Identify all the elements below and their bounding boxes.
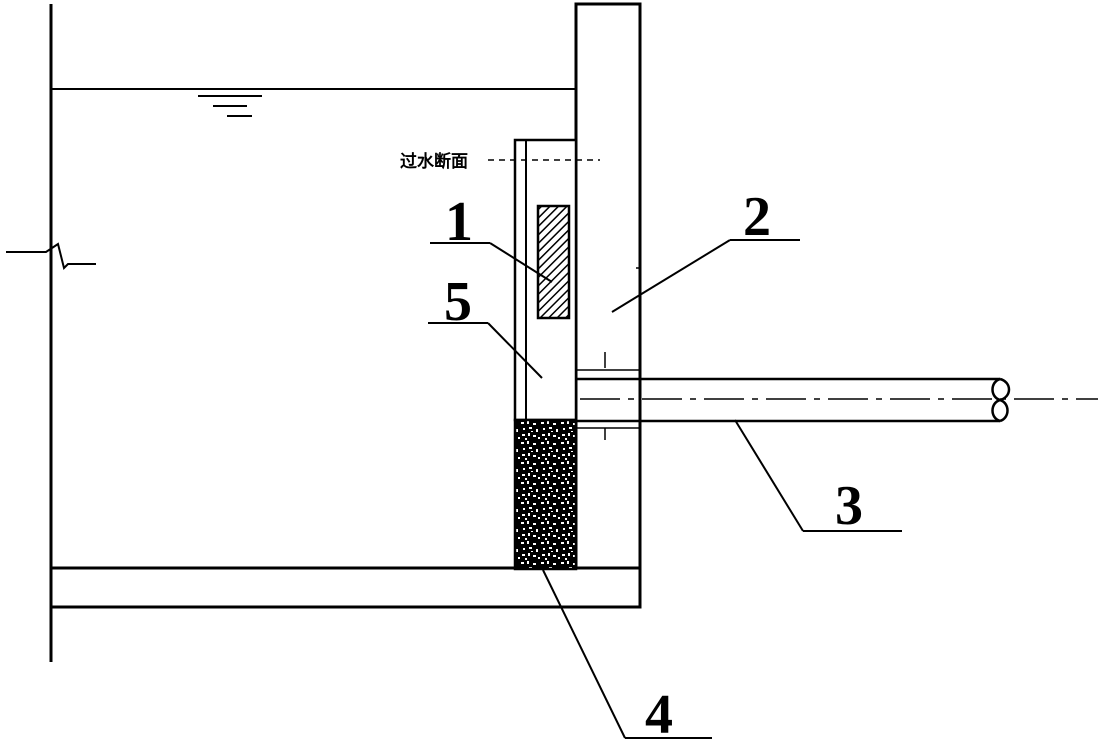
label-1: 1 bbox=[445, 191, 473, 253]
section-label: 过水断面 bbox=[400, 151, 468, 172]
label-5: 5 bbox=[444, 271, 472, 333]
leader-4-line bbox=[542, 569, 626, 739]
leader-3-line bbox=[734, 419, 804, 532]
gravel-fill-part-4 bbox=[513, 418, 578, 571]
base-slab bbox=[49, 566, 642, 609]
wall-ticks bbox=[576, 267, 640, 440]
label-2: 2 bbox=[743, 186, 771, 248]
leader-2-line bbox=[611, 239, 731, 313]
label-4: 4 bbox=[645, 684, 673, 744]
water-level-symbol bbox=[198, 95, 262, 117]
leader-1-line bbox=[489, 242, 553, 283]
wall-part-2 bbox=[574, 2, 642, 609]
label-3: 3 bbox=[835, 475, 863, 537]
leader-5-line bbox=[487, 322, 543, 379]
pipe-part-3 bbox=[576, 377, 1011, 423]
hatched-block-part-1 bbox=[536, 204, 571, 320]
break-symbol bbox=[6, 242, 96, 270]
